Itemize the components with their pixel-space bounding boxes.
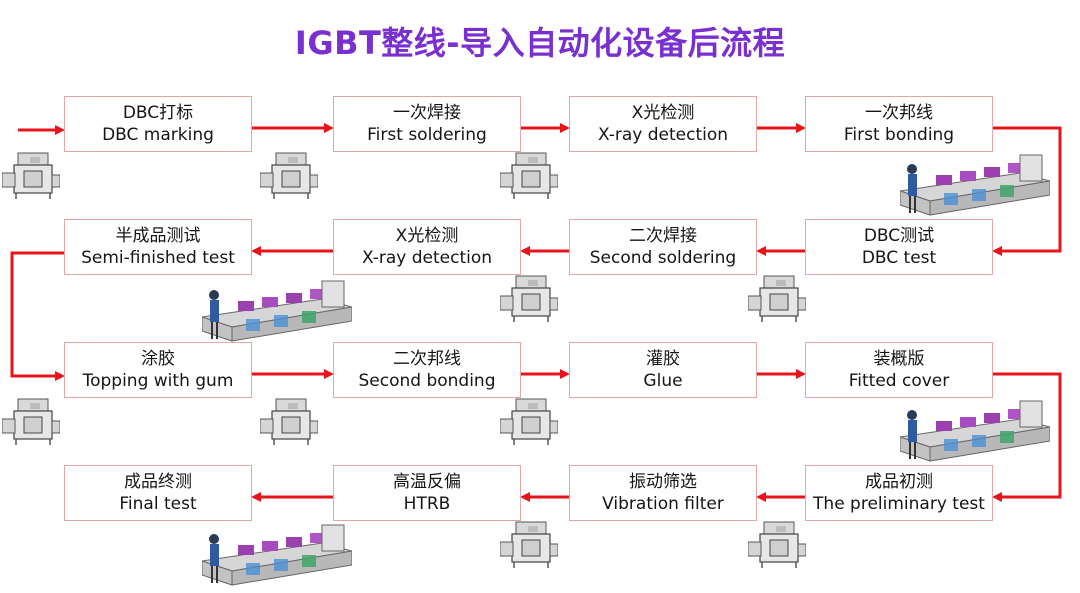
step-label-en: X-ray detection bbox=[597, 125, 729, 145]
production-line-illustration bbox=[201, 521, 353, 593]
step-label-cn: 振动筛选 bbox=[629, 472, 697, 492]
step-label-en: Second soldering bbox=[589, 248, 737, 268]
step-label-en: DBC marking bbox=[102, 125, 214, 145]
machine-illustration bbox=[499, 397, 559, 451]
step-label-en: Semi-finished test bbox=[81, 248, 235, 268]
step-label-en: HTRB bbox=[403, 494, 451, 514]
step-label-cn: 涂胶 bbox=[141, 349, 175, 369]
step-label-cn: 一次焊接 bbox=[393, 103, 461, 123]
row-connector-arrow bbox=[992, 126, 1062, 256]
step-label-en: The preliminary test bbox=[813, 494, 985, 514]
production-line-illustration bbox=[899, 151, 1051, 223]
step-label-en: First bonding bbox=[843, 125, 955, 145]
step-label-cn: DBC测试 bbox=[863, 226, 935, 246]
step-label-cn: 成品终测 bbox=[124, 472, 192, 492]
step-label-cn: 成品初测 bbox=[865, 472, 933, 492]
step-label-cn: X光检测 bbox=[395, 226, 459, 246]
machine-illustration bbox=[259, 151, 319, 205]
step-label-cn: 二次邦线 bbox=[393, 349, 461, 369]
row-connector-arrow bbox=[10, 251, 65, 381]
step-label-en: Second bonding bbox=[358, 371, 496, 391]
production-line-illustration bbox=[201, 277, 353, 349]
machine-illustration bbox=[1, 397, 61, 451]
diagram-title: IGBT整线-导入自动化设备后流程 bbox=[294, 24, 786, 62]
row-connector-arrow bbox=[992, 372, 1062, 502]
machine-illustration bbox=[747, 274, 807, 328]
step-label-en: Fitted cover bbox=[848, 371, 950, 391]
machine-illustration bbox=[259, 397, 319, 451]
production-line-illustration bbox=[899, 397, 1051, 469]
step-label-en: Final test bbox=[119, 494, 197, 514]
machine-illustration bbox=[499, 520, 559, 574]
step-label-en: Glue bbox=[643, 371, 683, 391]
machine-illustration bbox=[1, 151, 61, 205]
step-label-cn: X光检测 bbox=[631, 103, 695, 123]
step-label-cn: 一次邦线 bbox=[865, 103, 933, 123]
machine-illustration bbox=[747, 520, 807, 574]
step-label-cn: 二次焊接 bbox=[629, 226, 697, 246]
machine-illustration bbox=[499, 274, 559, 328]
step-label-cn: 半成品测试 bbox=[115, 226, 201, 246]
step-label-cn: 装概版 bbox=[873, 349, 925, 369]
step-label-en: DBC test bbox=[861, 248, 937, 268]
step-label-en: Vibration filter bbox=[602, 494, 724, 514]
step-label-cn: DBC打标 bbox=[122, 103, 194, 123]
step-label-en: First soldering bbox=[367, 125, 487, 145]
step-label-cn: 灌胶 bbox=[646, 349, 680, 369]
step-label-en: Topping with gum bbox=[82, 371, 234, 391]
step-label-en: X-ray detection bbox=[361, 248, 493, 268]
machine-illustration bbox=[499, 151, 559, 205]
step-label-cn: 高温反偏 bbox=[393, 472, 461, 492]
